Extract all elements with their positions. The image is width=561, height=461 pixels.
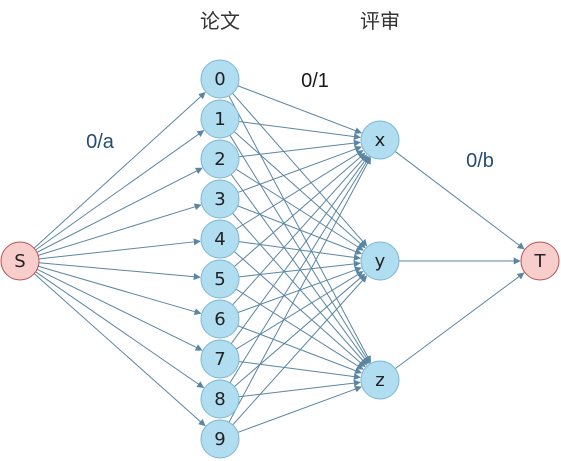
edge-paper-7-to-reviewer-y bbox=[235, 271, 364, 350]
paper-node-2: 2 bbox=[200, 139, 240, 179]
edge-paper-4-to-reviewer-x bbox=[235, 150, 364, 230]
paper-node-3-circle bbox=[200, 179, 240, 219]
edges-layer bbox=[33, 85, 525, 433]
paper-node-2-circle bbox=[200, 139, 240, 179]
edge-paper-4-to-reviewer-z bbox=[233, 251, 366, 368]
reviewer-node-y-label: y bbox=[375, 251, 386, 272]
paper-node-5-circle bbox=[200, 259, 240, 299]
edge-paper-8-to-reviewer-x bbox=[229, 156, 370, 384]
reviewer-node-z-label: z bbox=[375, 370, 384, 391]
sink-node: T bbox=[520, 241, 560, 281]
reviewer-node-z-circle bbox=[360, 360, 400, 400]
paper-node-6-label: 6 bbox=[214, 309, 225, 330]
nodes-layer: S T 0 1 2 3 4 5 6 7 8 9 x y z bbox=[0, 59, 560, 459]
edge-paper-8-to-reviewer-z bbox=[238, 379, 361, 398]
paper-node-1-circle bbox=[200, 99, 240, 139]
paper-node-6-circle bbox=[200, 299, 240, 339]
edge-reviewer-z-to-sink bbox=[394, 272, 525, 370]
edge-source-to-paper-5 bbox=[38, 262, 201, 281]
edge-paper-1-to-reviewer-x bbox=[238, 120, 361, 141]
edge-source-to-paper-9 bbox=[33, 273, 206, 427]
paper-node-1: 1 bbox=[200, 99, 240, 139]
edge-paper-9-to-reviewer-x bbox=[228, 157, 372, 423]
edge-source-to-paper-2 bbox=[36, 167, 203, 253]
paper-node-7: 7 bbox=[200, 339, 240, 379]
edge-paper-5-to-reviewer-z bbox=[235, 288, 364, 370]
edge-paper-9-to-reviewer-z bbox=[237, 385, 362, 433]
paper-node-4-circle bbox=[200, 219, 240, 259]
paper-node-8-label: 8 bbox=[214, 389, 225, 410]
paper-node-5: 5 bbox=[200, 259, 240, 299]
paper-node-3: 3 bbox=[200, 179, 240, 219]
paper-node-8-circle bbox=[200, 379, 240, 419]
edge-source-to-paper-8 bbox=[35, 271, 205, 389]
edge-paper-7-to-reviewer-z bbox=[238, 360, 361, 381]
paper-node-0-circle bbox=[200, 59, 240, 99]
paper-node-3-label: 3 bbox=[214, 189, 225, 210]
source-node-circle bbox=[0, 241, 40, 281]
paper-node-1-label: 1 bbox=[214, 109, 225, 130]
edge-paper-0-to-reviewer-x bbox=[237, 85, 362, 134]
reviewer-node-x: x bbox=[360, 120, 400, 160]
reviewers-header: 评审 bbox=[360, 9, 400, 33]
paper-node-9-circle bbox=[200, 419, 240, 459]
paper-to-reviewer-label: 0/1 bbox=[301, 70, 329, 92]
edge-paper-6-to-reviewer-z bbox=[237, 325, 362, 374]
paper-node-4-label: 4 bbox=[214, 229, 225, 250]
reviewer-node-y-circle bbox=[360, 241, 400, 281]
papers-header: 论文 bbox=[200, 9, 240, 33]
reviewer-to-sink-label: 0/b bbox=[466, 150, 494, 172]
sink-node-label: T bbox=[534, 251, 547, 272]
edge-paper-9-to-reviewer-y bbox=[232, 275, 368, 426]
paper-node-8: 8 bbox=[200, 379, 240, 419]
edge-reviewer-x-to-sink bbox=[394, 151, 525, 250]
paper-node-0-label: 0 bbox=[214, 69, 225, 90]
edge-paper-6-to-reviewer-x bbox=[232, 154, 368, 306]
edge-paper-2-to-reviewer-x bbox=[238, 139, 361, 158]
edge-paper-7-to-reviewer-x bbox=[230, 155, 369, 344]
edge-source-to-paper-7 bbox=[36, 268, 203, 351]
paper-node-6: 6 bbox=[200, 299, 240, 339]
paper-node-9-label: 9 bbox=[214, 429, 225, 450]
reviewer-node-x-label: x bbox=[375, 130, 386, 151]
edge-source-to-paper-4 bbox=[38, 238, 201, 260]
edge-source-to-paper-6 bbox=[38, 265, 202, 316]
reviewer-node-y: y bbox=[360, 241, 400, 281]
edge-source-to-paper-1 bbox=[35, 130, 205, 251]
edge-paper-8-to-reviewer-y bbox=[234, 273, 366, 387]
paper-node-9: 9 bbox=[200, 419, 240, 459]
edge-source-to-paper-3 bbox=[37, 203, 202, 256]
paper-node-0: 0 bbox=[200, 59, 240, 99]
source-node-label: S bbox=[14, 251, 25, 272]
edge-paper-5-to-reviewer-x bbox=[234, 152, 366, 267]
edge-source-to-paper-0 bbox=[33, 91, 206, 249]
edge-paper-3-to-reviewer-x bbox=[237, 145, 362, 193]
source-node: S bbox=[0, 241, 40, 281]
paper-node-5-label: 5 bbox=[214, 269, 225, 290]
sink-node-circle bbox=[520, 241, 560, 281]
paper-node-4: 4 bbox=[200, 219, 240, 259]
reviewer-node-z: z bbox=[360, 360, 400, 400]
reviewer-node-x-circle bbox=[360, 120, 400, 160]
paper-node-7-label: 7 bbox=[214, 349, 225, 370]
source-to-paper-label: 0/a bbox=[86, 131, 115, 153]
paper-node-2-label: 2 bbox=[214, 149, 225, 170]
paper-node-7-circle bbox=[200, 339, 240, 379]
